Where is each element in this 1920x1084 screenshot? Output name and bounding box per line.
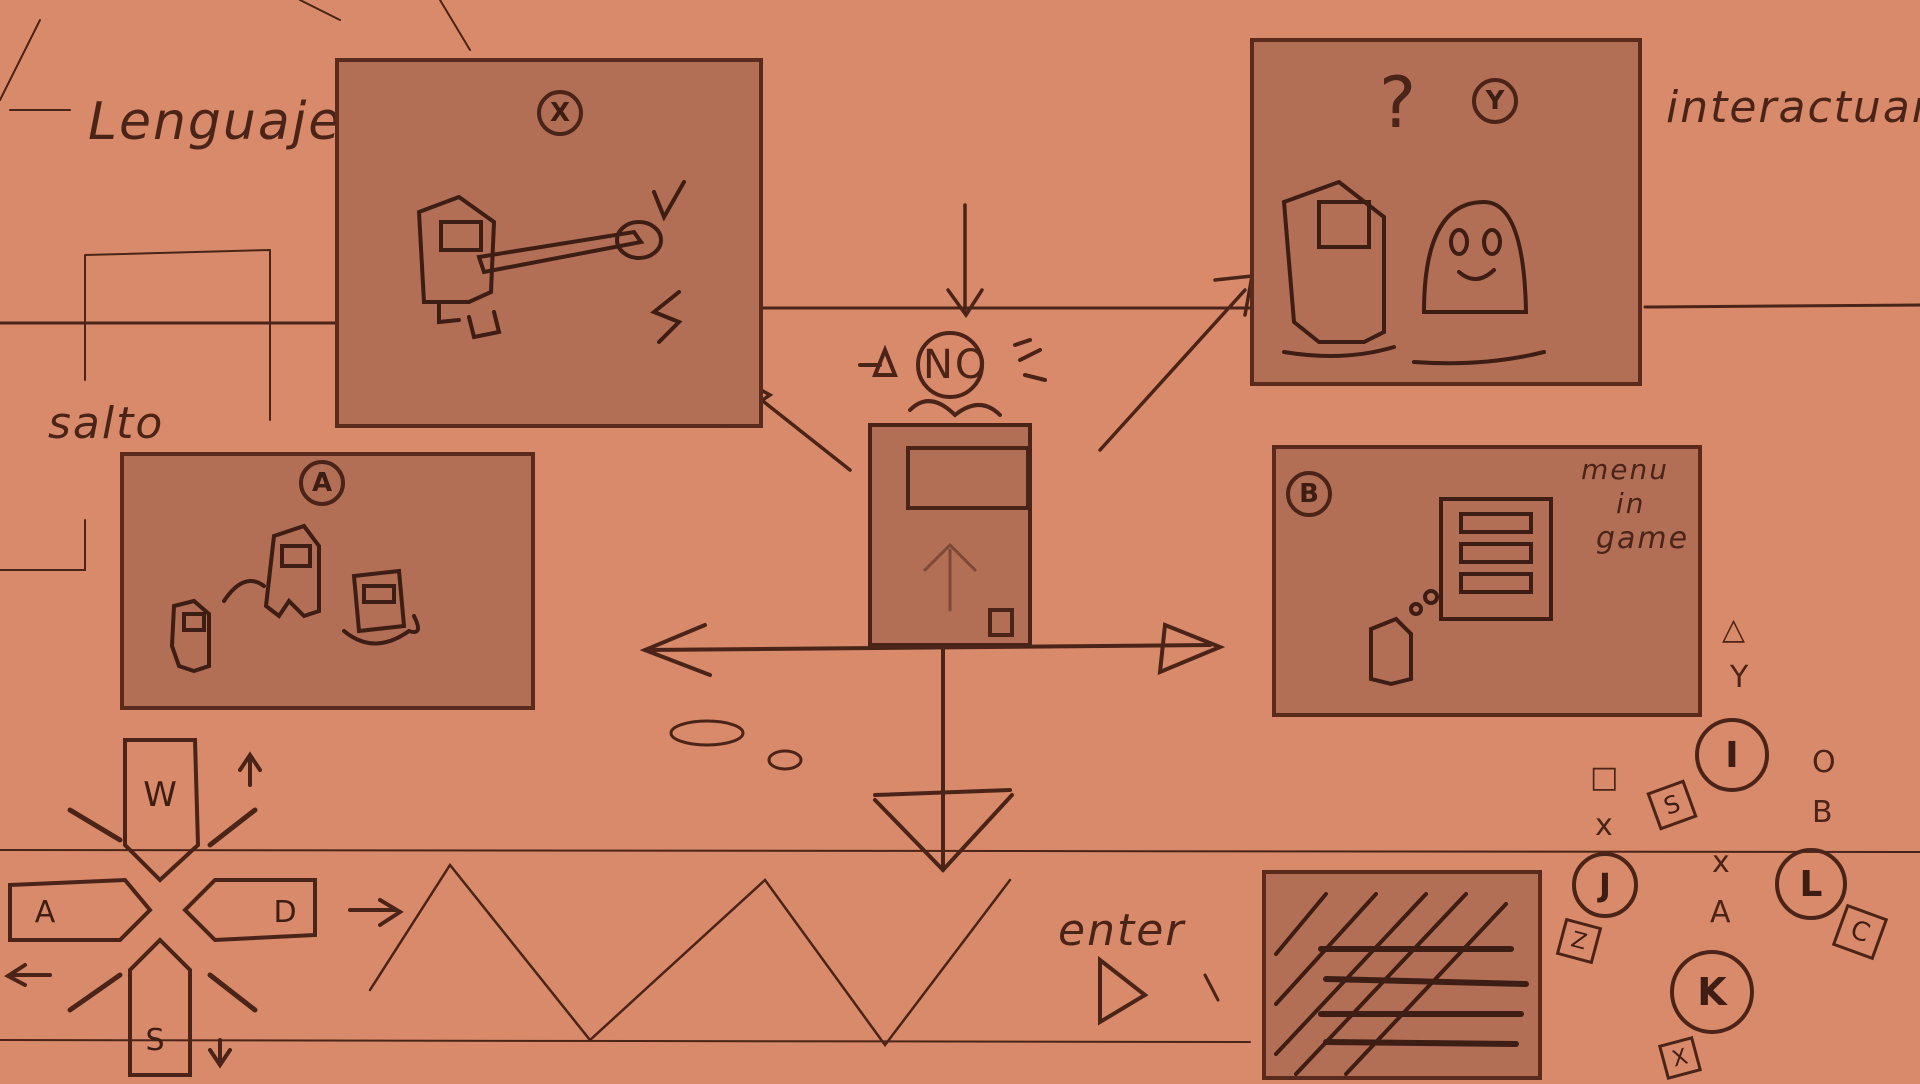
c-key-badge: C xyxy=(1831,903,1889,961)
s-key[interactable]: S xyxy=(145,1022,165,1058)
l-button[interactable]: L xyxy=(1775,848,1847,920)
language-panel[interactable]: X xyxy=(335,58,763,428)
b-button-badge: B xyxy=(1286,471,1332,517)
question-mark: ? xyxy=(1379,62,1419,144)
menu-label-line3: game xyxy=(1596,521,1690,556)
gamepad-controls: △ Y I S □ x J Z O B L C x A K X xyxy=(1540,600,1920,1081)
enter-label: enter xyxy=(1058,905,1186,956)
left-button-label: x xyxy=(1595,808,1613,843)
a-key[interactable]: A xyxy=(34,895,56,930)
jump-label: salto xyxy=(48,398,165,449)
y-button-badge: Y xyxy=(1472,78,1518,124)
head-text: NO xyxy=(923,342,989,388)
circle-symbol: O xyxy=(1812,745,1836,780)
w-key[interactable]: W xyxy=(143,775,177,815)
menu-icon xyxy=(1369,497,1553,687)
triangle-symbol: △ xyxy=(1722,612,1746,647)
tongue-attack-icon xyxy=(416,180,686,344)
z-key-badge: Z xyxy=(1555,917,1603,965)
x-key-badge: X xyxy=(1657,1035,1703,1081)
jump-icon xyxy=(169,523,420,674)
square-symbol: □ xyxy=(1590,760,1619,795)
ghost-npc-icon xyxy=(1281,179,1546,366)
d-key[interactable]: D xyxy=(273,895,297,930)
x-button-badge: X xyxy=(537,90,583,136)
top-button-label: Y xyxy=(1730,660,1749,695)
center-x-mark: x xyxy=(1712,845,1730,880)
menu-label-line2: in xyxy=(1616,487,1646,520)
keyboard-sketch xyxy=(4,738,404,1077)
menu-label-line1: menu xyxy=(1581,453,1669,486)
interact-panel[interactable]: Y ? xyxy=(1250,38,1642,386)
i-button[interactable]: I xyxy=(1695,718,1769,792)
a-button-badge: A xyxy=(299,460,345,506)
map-window xyxy=(1262,870,1542,1080)
interact-label: interactuar xyxy=(1666,82,1920,133)
scribble-icon xyxy=(1274,892,1529,1076)
right-button-label: B xyxy=(1812,795,1833,830)
s-key-badge: S xyxy=(1646,779,1698,831)
menu-panel[interactable]: B menu in game xyxy=(1272,445,1702,717)
jump-panel[interactable]: A xyxy=(120,452,535,710)
bottom-button-label: A xyxy=(1710,895,1731,930)
player-character-icon xyxy=(858,331,1047,647)
language-label: Lenguaje xyxy=(88,92,343,152)
keyboard-controls: W A D S xyxy=(0,730,420,1080)
k-button[interactable]: K xyxy=(1670,950,1754,1034)
j-button[interactable]: J xyxy=(1572,852,1638,918)
